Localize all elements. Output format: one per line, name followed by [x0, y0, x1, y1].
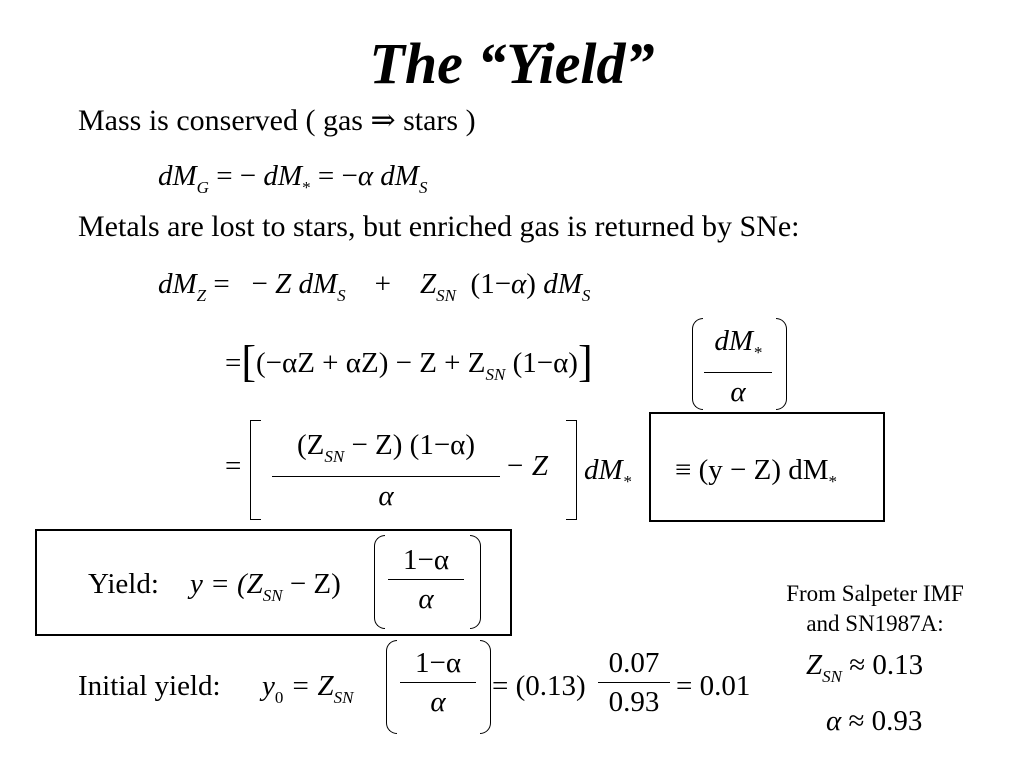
eq3-body: (−αZ + αZ) − Z + Z — [256, 347, 486, 379]
eq2-plus: + — [374, 268, 392, 300]
eq3-close-bracket: ] — [577, 337, 593, 386]
eq3-fraction-bar — [704, 372, 772, 373]
eq1-sub-s: S — [418, 178, 428, 197]
eq2-zsn: Z — [420, 268, 437, 300]
yield-numerator: 1−α — [402, 544, 450, 576]
identity-equation: ≡ (y − Z) dM* — [675, 454, 838, 491]
yield-left-paren — [374, 535, 385, 629]
yield-label: Yield: — [88, 568, 159, 600]
mass-conserved-text: Mass is conserved ( gas — [78, 104, 371, 137]
eq2-z: Z — [275, 268, 292, 300]
initial-result: = 0.01 — [676, 670, 751, 702]
eq2-dms: dM — [291, 268, 338, 300]
initial-denominator2: 0.93 — [608, 686, 660, 718]
metals-lost-line: Metals are lost to stars, but enriched g… — [78, 210, 800, 243]
eq2-sub-z: Z — [196, 286, 207, 305]
note-line2: and SN1987A: — [806, 611, 944, 636]
identity-box — [649, 412, 885, 522]
initial-yield-lhs: y0 = ZSN — [262, 670, 354, 707]
initial-fraction: 1−α α — [400, 646, 476, 719]
stars-text: stars ) — [395, 104, 476, 137]
initial-fraction2-bar — [598, 682, 670, 683]
yield-right-paren — [470, 535, 481, 629]
eq3-tail: (1−α) — [512, 347, 578, 379]
initial-numerator: 1−α — [414, 647, 462, 679]
yield-fraction: 1−α α — [388, 543, 464, 616]
eq1-op2: = − — [310, 160, 358, 192]
eq1-dm3: dM — [373, 160, 419, 192]
salpeter-note: From Salpeter IMF and SN1987A: — [760, 579, 990, 639]
eq4-right-bracket — [566, 420, 577, 520]
mass-conserved-line: Mass is conserved ( gas ⇒ stars ) — [78, 103, 476, 139]
eq1-sub-g: G — [196, 178, 209, 197]
eq1-dm: dM — [158, 160, 197, 192]
eq4-fraction-bar — [272, 476, 500, 477]
eq4-left-bracket — [250, 420, 261, 520]
note-zsn: ZSN ≈ 0.13 — [806, 649, 924, 686]
eq4-minus-z: − Z — [505, 450, 548, 482]
initial-fraction-bar — [400, 682, 476, 683]
initial-denominator: α — [430, 686, 446, 718]
eq3-right-paren — [776, 318, 787, 410]
eq4-denominator: α — [378, 480, 394, 512]
initial-numerator2: 0.07 — [608, 647, 660, 679]
eq2-sub-sn: SN — [436, 286, 457, 305]
eq2-minus: − — [251, 268, 276, 300]
initial-fraction2: 0.07 0.93 — [598, 646, 670, 719]
eq2-sub-s2: S — [581, 286, 591, 305]
eq4-fraction: (ZSN − Z) (1−α) α — [272, 428, 500, 513]
initial-right-paren — [480, 640, 491, 734]
mass-equation: dMG = − dM* = −α dMS — [158, 158, 427, 206]
implies-arrow: ⇒ — [370, 104, 396, 137]
eq1-op: = − — [208, 160, 264, 192]
eq2-dm: dM — [158, 268, 197, 300]
eq2-sub-s1: S — [337, 286, 346, 305]
slide-title: The “Yield” — [369, 31, 655, 96]
yield-denominator: α — [418, 583, 434, 615]
eq4-equals: = — [225, 450, 242, 482]
eq2-equals: = — [206, 268, 237, 300]
eq4-numerator: (ZSN − Z) (1−α) — [296, 429, 476, 466]
eq4-dm: dM* — [584, 454, 632, 491]
eq2-one-minus: 1− — [480, 268, 512, 300]
eq1-dm2: dM — [263, 160, 303, 192]
eq3-numerator: dM* — [714, 325, 762, 362]
note-alpha: α ≈ 0.93 — [826, 705, 923, 737]
eq1-alpha: α — [357, 160, 374, 192]
metal-equation: dMZ = − Z dMS + ZSN (1−α) dMS — [158, 268, 591, 305]
expansion-equation: =[(−αZ + αZ) − Z + ZSN (1−α)] — [225, 340, 593, 393]
eq1-star: * — [302, 178, 311, 197]
eq3-sub-sn: SN — [485, 365, 506, 384]
eq2-dm2: dM — [543, 268, 582, 300]
eq3-fraction: dM* α — [704, 324, 772, 409]
eq3-equals: = — [225, 347, 242, 379]
eq3-left-paren — [692, 318, 703, 410]
eq3-open-bracket: [ — [241, 337, 257, 386]
yield-fraction-bar — [388, 579, 464, 580]
initial-yield-label: Initial yield: — [78, 670, 221, 702]
initial-left-paren — [386, 640, 397, 734]
note-line1: From Salpeter IMF — [786, 581, 964, 606]
initial-eq2: = (0.13) — [492, 670, 586, 702]
yield-equation: y = (ZSN − Z) — [190, 568, 341, 605]
eq2-alpha: α — [511, 268, 527, 300]
eq3-denominator: α — [730, 376, 746, 408]
yield-box — [35, 529, 512, 636]
